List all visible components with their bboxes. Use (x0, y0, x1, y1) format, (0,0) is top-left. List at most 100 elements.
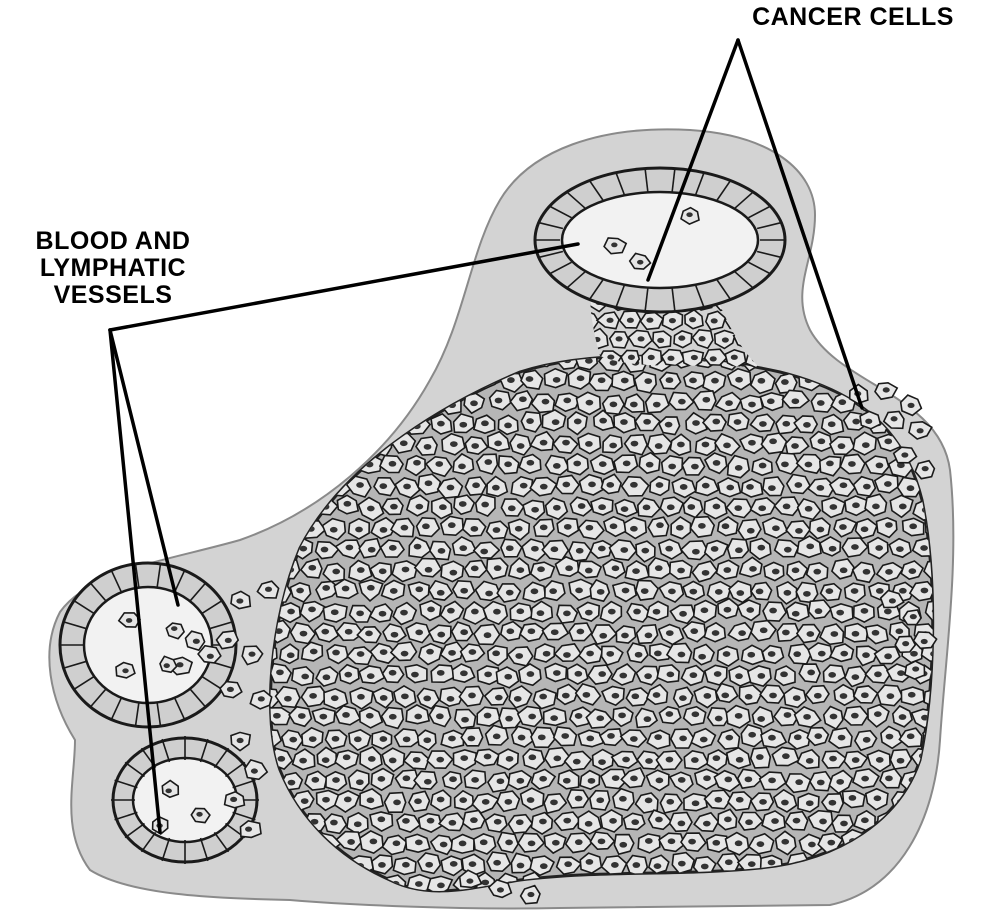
cancer-cell (256, 478, 279, 497)
cancer-cell (900, 856, 924, 873)
cancer-cell (578, 730, 603, 747)
cancer-cell (267, 414, 289, 434)
cancer-cell (671, 729, 694, 748)
cancer-cell (901, 395, 922, 415)
cancer-cell (293, 372, 314, 389)
cancer-cell (751, 748, 771, 768)
cancer-cell (544, 708, 567, 725)
cancer-cell (242, 372, 267, 391)
cancer-cell (895, 636, 915, 652)
cancer-cell (752, 458, 772, 475)
cancer-cell (349, 434, 371, 453)
cancer-cell (889, 877, 913, 895)
cancer-cell (350, 395, 373, 415)
cancer-cell (383, 666, 404, 683)
cancer-cell (302, 391, 326, 410)
cancer-cell (348, 351, 368, 371)
cancer-cell (329, 351, 349, 369)
cancer-cell (290, 455, 311, 472)
cancer-cell (293, 412, 314, 433)
cancer-cell (465, 477, 486, 495)
cancer-cell (498, 832, 518, 852)
cancer-cell (923, 853, 945, 873)
cancer-cell (614, 835, 633, 855)
cancer-cell (612, 371, 635, 390)
cancer-cell (302, 434, 324, 452)
cancer-cell (186, 631, 205, 650)
cancer-cell (441, 730, 463, 748)
cancer-cell (244, 497, 266, 517)
cancer-cell (708, 708, 729, 726)
cancer-cell (278, 436, 302, 455)
cancer-cell (243, 416, 267, 435)
cancer-cell (325, 395, 347, 414)
cancer-cell (271, 371, 290, 390)
vessels-label-line-2: LYMPHATIC (0, 255, 226, 282)
cancer-cell (303, 476, 328, 493)
vessels-label-line-3: VESSELS (0, 282, 226, 309)
cancer-cell (923, 352, 945, 369)
cancer-cell (359, 416, 384, 434)
cancer-cell (269, 498, 293, 516)
cancer-cell (902, 351, 923, 369)
cancer-cell (385, 373, 406, 390)
cancer-cell (510, 603, 532, 621)
cancer-cells-label: CANCER CELLS (718, 4, 988, 31)
cancer-cell (385, 793, 406, 813)
cancer-cell (911, 374, 933, 394)
cancer-cell (684, 794, 707, 811)
cancer-cell (567, 790, 588, 808)
cancer-cell (409, 791, 430, 811)
cancer-cell (682, 458, 704, 475)
cancer-cell (880, 352, 903, 369)
cancer-cell (245, 456, 270, 474)
cancer-cell (267, 455, 291, 472)
vessel-top (535, 168, 785, 312)
cancer-cell (674, 687, 693, 707)
cancer-cell (314, 455, 335, 475)
cancer-cell (396, 349, 419, 370)
cancer-cell (764, 562, 784, 580)
cancer-cell (591, 498, 613, 515)
cancer-cell (250, 691, 271, 709)
cancer-cell (590, 791, 610, 810)
cancer-cell (915, 461, 934, 479)
cancer-cell (922, 391, 944, 409)
cancer-cell (627, 643, 648, 662)
cancer-cell (253, 432, 278, 450)
cancer-cell (258, 394, 280, 412)
cancer-cell (371, 395, 393, 414)
cancer-cell (610, 332, 629, 348)
cancer-cell (359, 374, 382, 392)
cancer-cell (393, 858, 416, 875)
cancer-cell (521, 412, 541, 432)
cancer-cell (903, 518, 924, 535)
cancer-cell (305, 352, 326, 373)
cancer-cell (670, 813, 692, 832)
cancer-cell (282, 351, 303, 369)
cancer-cell (657, 665, 679, 682)
cancer-cell (325, 436, 351, 453)
cancer-cell (335, 371, 358, 390)
cancer-cell (336, 414, 361, 434)
cancer-cell (860, 411, 880, 428)
cancer-cell (626, 856, 647, 877)
tumor-mass (242, 347, 949, 897)
cancer-cell (915, 875, 936, 893)
cancer-cell (901, 687, 924, 705)
cancer-cell (316, 373, 336, 390)
cancer-cell (116, 663, 135, 678)
cancer-cell (258, 349, 277, 370)
cancer-cell (276, 391, 299, 411)
cancer-cell (317, 414, 339, 433)
cancer-cell (856, 351, 879, 369)
cancer-cell (279, 479, 305, 497)
cancer-cell (615, 500, 637, 517)
cancer-cell (372, 731, 392, 749)
vessels-label: BLOOD AND LYMPHATIC VESSELS (0, 228, 226, 309)
vessels-label-line-1: BLOOD AND (0, 228, 226, 255)
cancer-cell (796, 583, 818, 603)
cancer-cell (368, 349, 393, 368)
cancer-cell (810, 772, 831, 791)
